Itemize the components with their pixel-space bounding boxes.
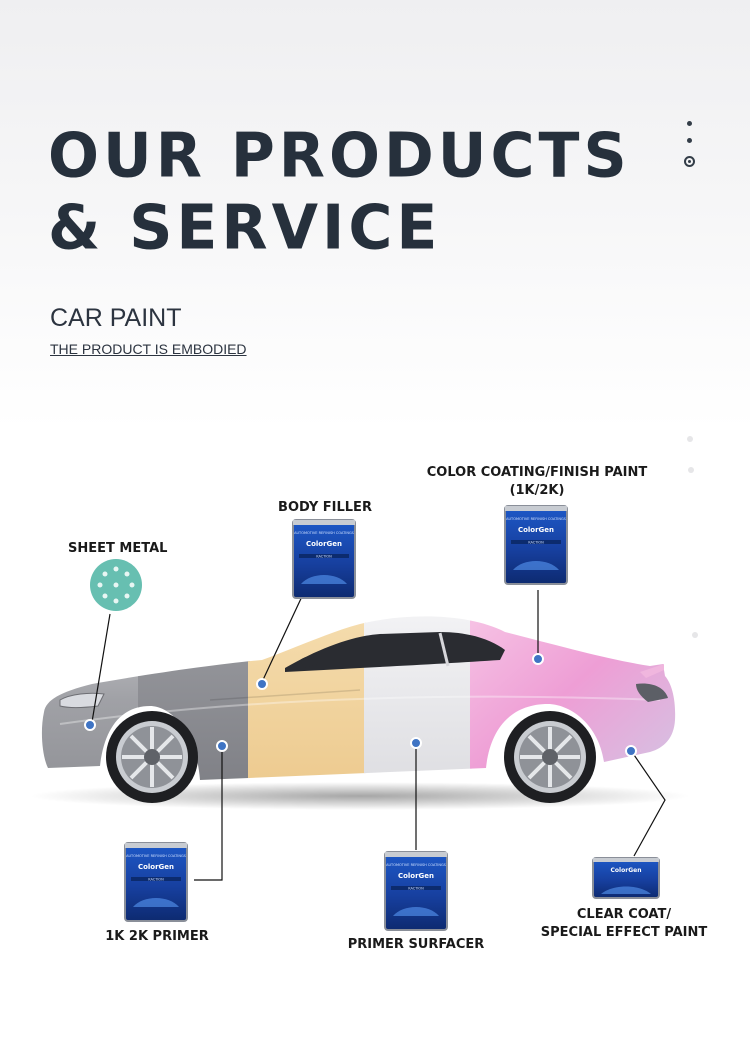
front-wheel [106, 711, 198, 803]
svg-text:AUTOMOTIVE REFINISH COATINGS: AUTOMOTIVE REFINISH COATINGS [386, 863, 447, 867]
rear-wheel [504, 711, 596, 803]
section-tagline[interactable]: THE PRODUCT IS EMBODIED [50, 341, 247, 357]
svg-text:AUTOMOTIVE REFINISH COATINGS: AUTOMOTIVE REFINISH COATINGS [126, 854, 187, 858]
title-line-2: & SERVICE [48, 192, 442, 264]
page-dot-active[interactable] [684, 156, 695, 167]
svg-text:ColorGen: ColorGen [611, 867, 642, 874]
label-primer: 1K 2K PRIMER [105, 929, 209, 944]
label-clear-coat-line2: SPECIAL EFFECT PAINT [540, 925, 708, 940]
sanding-disc-icon [90, 559, 142, 611]
svg-text:ColorGen: ColorGen [518, 526, 554, 534]
svg-text:ColorGen: ColorGen [398, 872, 434, 880]
svg-text:ColorGen: ColorGen [138, 863, 174, 871]
connector-lines [91, 589, 666, 881]
decorative-dot [687, 436, 693, 442]
decorative-dot [692, 632, 698, 638]
paint-can-primer: AUTOMOTIVE REFINISH COATINGS ColorGen KA… [124, 842, 188, 922]
title-line-1: OUR PRODUCTS [48, 120, 631, 192]
label-sheet-metal: SHEET METAL [68, 541, 168, 556]
decorative-dot [688, 467, 694, 473]
paint-can-body-filler: AUTOMOTIVE REFINISH COATINGS ColorGen KA… [292, 519, 356, 599]
svg-text:AUTOMOTIVE REFINISH COATINGS: AUTOMOTIVE REFINISH COATINGS [294, 531, 355, 535]
svg-text:AUTOMOTIVE REFINISH COATINGS: AUTOMOTIVE REFINISH COATINGS [506, 517, 567, 521]
label-clear-coat-line1: CLEAR COAT/ [576, 907, 672, 922]
svg-text:KACTION: KACTION [316, 554, 332, 558]
label-primer-surfacer: PRIMER SURFACER [347, 937, 485, 952]
page-dot-2[interactable] [687, 138, 692, 143]
paint-can-primer-surfacer: AUTOMOTIVE REFINISH COATINGS ColorGen KA… [384, 851, 448, 931]
label-color-coating-line2: (1K/2K) [509, 483, 565, 498]
label-color-coating-line1: COLOR COATING/FINISH PAINT [426, 465, 648, 480]
label-body-filler: BODY FILLER [278, 500, 372, 515]
car-windows [285, 632, 505, 672]
marker-dots[interactable] [84, 653, 637, 757]
svg-text:KACTION: KACTION [408, 886, 424, 890]
section-title: CAR PAINT [50, 304, 182, 332]
page-indicator[interactable] [683, 118, 697, 174]
paint-can-clear-coat: ColorGen [592, 857, 660, 899]
paint-can-color-coating: AUTOMOTIVE REFINISH COATINGS ColorGen KA… [504, 505, 568, 585]
page-dot-1[interactable] [687, 121, 692, 126]
svg-text:KACTION: KACTION [148, 877, 164, 881]
svg-text:ColorGen: ColorGen [306, 540, 342, 548]
svg-text:KACTION: KACTION [528, 540, 544, 544]
